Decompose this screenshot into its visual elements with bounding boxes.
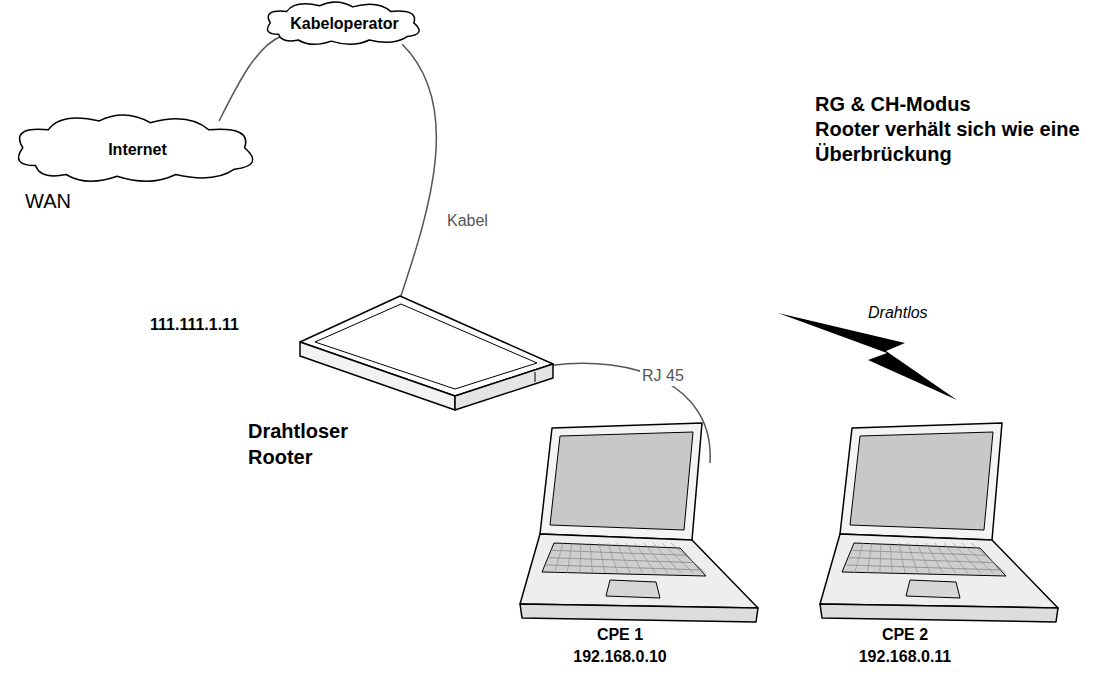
router-node: Drahtloser Rooter	[295, 292, 560, 414]
mode-title: RG & CH-Modus	[815, 92, 971, 117]
cloud-label: Internet	[108, 141, 167, 159]
router-shape	[295, 292, 560, 414]
cloud-node: Kabeloperator	[262, 0, 427, 48]
cloud-label: Kabeloperator	[290, 15, 398, 33]
cloud-node: Internet	[10, 112, 265, 187]
ip-address: 192.168.0.10	[470, 646, 770, 668]
cable-line	[401, 44, 436, 296]
laptop-node: CPE 1192.168.0.10	[470, 418, 770, 668]
edge-label: RJ 45	[640, 366, 686, 386]
device-name: CPE 1	[470, 624, 770, 646]
ip-address: 192.168.0.11	[755, 646, 1055, 668]
device-label: Drahtloser Rooter	[248, 418, 378, 470]
laptop-caption: CPE 2192.168.0.11	[755, 624, 1055, 668]
edge-label: Kabel	[445, 211, 490, 231]
wireless-bolt	[778, 313, 957, 400]
laptop-node: CPE 2192.168.0.11	[755, 418, 1055, 668]
network-label: WAN	[25, 189, 71, 214]
ip-address: 111.111.1.11	[150, 312, 239, 337]
cable-line	[219, 36, 282, 121]
wireless-label: Drahtlos	[868, 300, 928, 325]
mode-note: Rooter verhält sich wie eine Überbrückun…	[815, 117, 1105, 167]
laptop-caption: CPE 1192.168.0.10	[470, 624, 770, 668]
device-name: CPE 2	[755, 624, 1055, 646]
